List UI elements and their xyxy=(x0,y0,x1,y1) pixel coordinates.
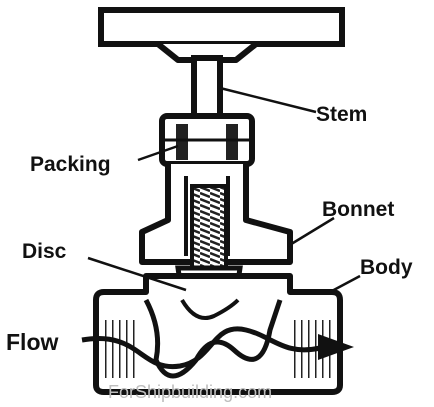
packing-gland xyxy=(159,113,255,167)
label-flow: Flow xyxy=(6,329,58,355)
stem-leader xyxy=(219,86,317,114)
label-bonnet: Bonnet xyxy=(322,198,394,221)
label-body: Body xyxy=(360,256,413,279)
label-disc: Disc xyxy=(22,240,67,263)
label-packing: Packing xyxy=(30,153,111,176)
label-stem: Stem xyxy=(316,103,367,126)
body-leader xyxy=(329,274,361,294)
stem-threads xyxy=(190,184,228,270)
labels: Stem Packing Bonnet Disc Body Flow xyxy=(6,103,413,355)
packing-leader xyxy=(137,144,179,162)
leader-lines xyxy=(87,86,361,294)
bonnet-leader xyxy=(287,216,335,248)
handwheel xyxy=(98,7,345,63)
watermark: ForShipbuilding.com xyxy=(108,382,272,402)
flow-arrow xyxy=(81,326,354,370)
disc-leader xyxy=(87,256,187,292)
valve-body xyxy=(93,273,343,395)
